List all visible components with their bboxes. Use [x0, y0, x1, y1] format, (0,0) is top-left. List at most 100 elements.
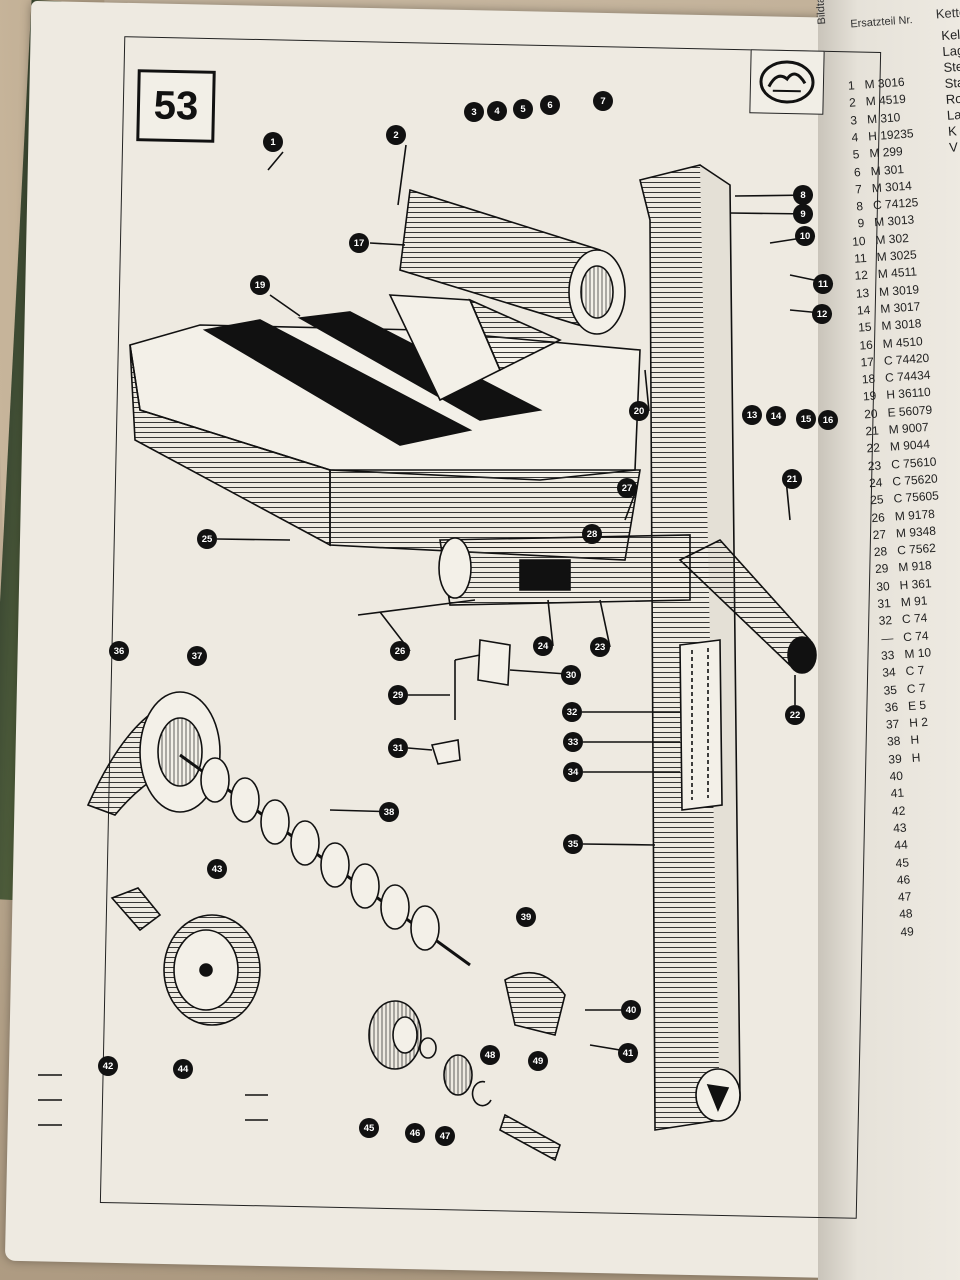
parts-list-code: M 91 [900, 593, 928, 610]
parts-list-row: 25 C 75605 [861, 488, 940, 508]
parts-list-code: H 2 [908, 714, 929, 731]
parts-list-row: 49 [891, 923, 924, 939]
parts-list-row: —C 74 [871, 628, 929, 646]
callout-32: 32 [562, 702, 582, 722]
parts-list-code: M 3017 [879, 299, 921, 316]
parts-list-code: C 7 [905, 663, 925, 679]
parts-list-description: Sta [944, 74, 960, 91]
parts-list-index: 36 [884, 699, 899, 715]
parts-list-row: 3 M 310 [835, 110, 901, 129]
parts-list-row: 46 [888, 871, 921, 887]
parts-list-code: M 9007 [888, 419, 930, 437]
parts-list-code [912, 768, 913, 782]
parts-list-code: M 4519 [865, 92, 907, 109]
parts-list-index: 24 [868, 475, 883, 491]
parts-list-row: 43 [884, 820, 917, 836]
parts-list-index: 29 [874, 561, 889, 577]
callout-49: 49 [528, 1051, 548, 1071]
callout-47: 47 [435, 1126, 455, 1146]
parts-list-code: C 74420 [883, 350, 930, 368]
parts-list-code: E 5 [907, 697, 927, 713]
parts-list-row: 21 M 9007 [856, 420, 929, 439]
parts-list-row: 34 C 7 [873, 663, 925, 681]
parts-list-header-1: Bildtafel [813, 0, 829, 25]
parts-list-index: 28 [873, 544, 888, 560]
parts-list-index: 17 [860, 354, 875, 370]
parts-list-description: Kell [940, 26, 960, 44]
parts-list-index: 21 [864, 423, 880, 439]
parts-list-index: 13 [855, 285, 870, 301]
parts-list-index: 48 [898, 906, 914, 922]
parts-list-index: 41 [890, 785, 905, 801]
parts-list-description: Lag [941, 42, 960, 60]
parts-list-code: M 10 [903, 645, 932, 662]
parts-list-description: V [948, 139, 959, 155]
parts-list-code: H 361 [899, 575, 933, 593]
callout-10: 10 [795, 226, 815, 246]
callout-45: 45 [359, 1118, 379, 1138]
parts-list-row: 42 [883, 802, 916, 818]
callout-1: 1 [263, 132, 283, 152]
callout-37: 37 [187, 646, 207, 666]
parts-list-index: — [880, 630, 894, 646]
parts-list-code: M 301 [870, 161, 905, 178]
parts-list-code: M 9178 [894, 506, 936, 524]
parts-list-index: 34 [881, 665, 897, 680]
callout-33: 33 [563, 732, 583, 752]
callout-4: 4 [487, 101, 507, 121]
parts-list-index: 3 [849, 112, 858, 128]
callout-2: 2 [386, 125, 406, 145]
parts-list-index: 39 [887, 751, 903, 767]
parts-list-row: 45 [886, 854, 919, 870]
parts-list-header-3: Kette [935, 4, 960, 22]
parts-list-code: E 56079 [887, 402, 933, 420]
callout-48: 48 [480, 1045, 500, 1065]
parts-list-code: C 7562 [896, 540, 937, 558]
parts-list-index: 5 [852, 147, 860, 162]
parts-list-code: M 3025 [876, 247, 918, 265]
callout-3: 3 [464, 102, 484, 122]
parts-list-code: M 918 [897, 558, 933, 575]
parts-list-code [918, 854, 919, 868]
parts-list-index: 35 [883, 682, 898, 698]
parts-list-row: 40 [880, 768, 913, 784]
parts-list-index: 1 [847, 78, 856, 93]
parts-list-code: M 3018 [881, 316, 922, 334]
parts-list-code: C 75605 [893, 488, 940, 506]
callout-34: 34 [563, 762, 583, 782]
callout-20: 20 [629, 401, 649, 421]
parts-list-code: H [911, 750, 921, 765]
parts-list-index: 25 [869, 492, 885, 508]
parts-list-row: 28 C 7562 [865, 540, 937, 560]
callout-43: 43 [207, 859, 227, 879]
parts-list-index: 45 [895, 854, 910, 870]
parts-list-index: 49 [899, 923, 915, 939]
callout-36: 36 [109, 641, 129, 661]
parts-list-description: Ste [943, 58, 960, 76]
parts-list-index: 12 [854, 268, 869, 284]
parts-list-code: M 4510 [882, 333, 924, 351]
parts-list-code: M 310 [866, 109, 901, 127]
parts-list-code [914, 785, 915, 799]
parts-list-index: 19 [862, 388, 877, 404]
parts-list-row: 17 C 74420 [851, 350, 930, 370]
parts-list-index: 26 [870, 509, 886, 525]
callout-42: 42 [98, 1056, 118, 1076]
callout-28: 28 [582, 524, 602, 544]
parts-list-index: 22 [866, 440, 881, 456]
parts-list-row: 48 [890, 906, 923, 922]
parts-list-index: 18 [861, 371, 876, 387]
